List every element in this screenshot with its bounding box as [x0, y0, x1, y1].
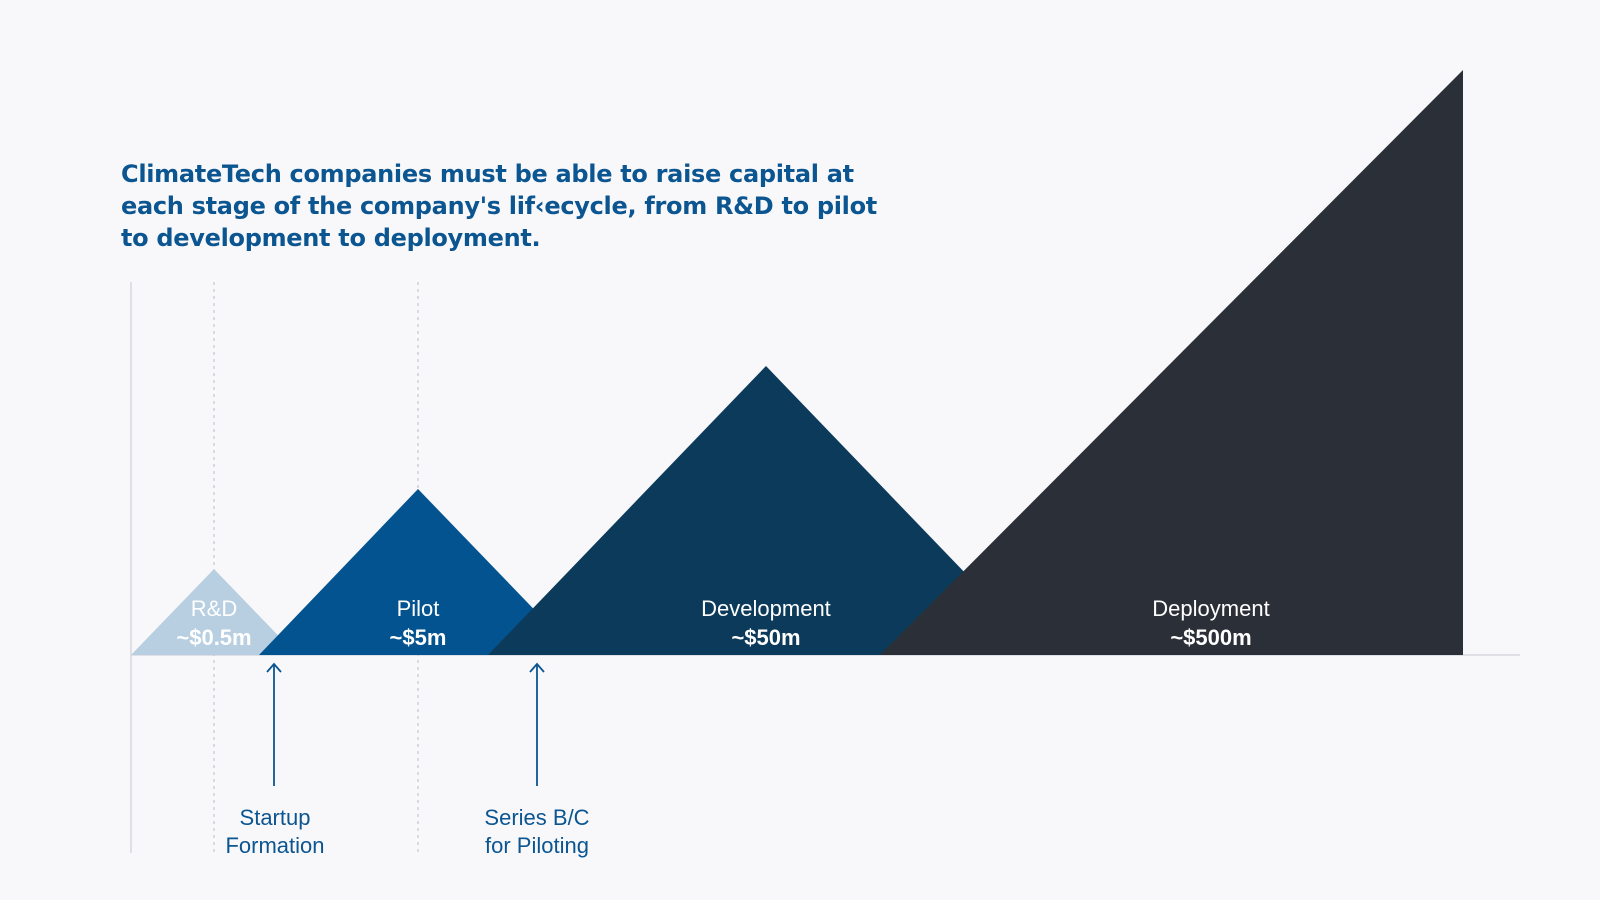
stage-shape-deployment [880, 70, 1463, 655]
milestone-series-line2: for Piloting [485, 833, 589, 858]
stage-shape-pilot [259, 489, 578, 655]
stage-name-development: Development [701, 596, 831, 621]
milestone-series-line1: Series B/C [484, 805, 589, 830]
stage-name-pilot: Pilot [397, 596, 440, 621]
arrow-up-icon-series [529, 662, 545, 786]
stage-name-rnd: R&D [191, 596, 237, 621]
stage-value-development: ~$50m [731, 625, 800, 650]
stage-value-pilot: ~$5m [390, 625, 447, 650]
stage-value-deployment: ~$500m [1170, 625, 1251, 650]
stage-shape-rnd [131, 569, 297, 655]
stage-value-rnd: ~$0.5m [176, 625, 251, 650]
stage-shape-development [488, 366, 1044, 655]
stage-name-deployment: Deployment [1152, 596, 1269, 621]
headline: ClimateTech companies must be able to ra… [121, 160, 877, 252]
milestone-startup-line2: Formation [225, 833, 324, 858]
milestone-startup-line1: Startup [240, 805, 311, 830]
arrow-up-icon-startup [266, 662, 282, 786]
